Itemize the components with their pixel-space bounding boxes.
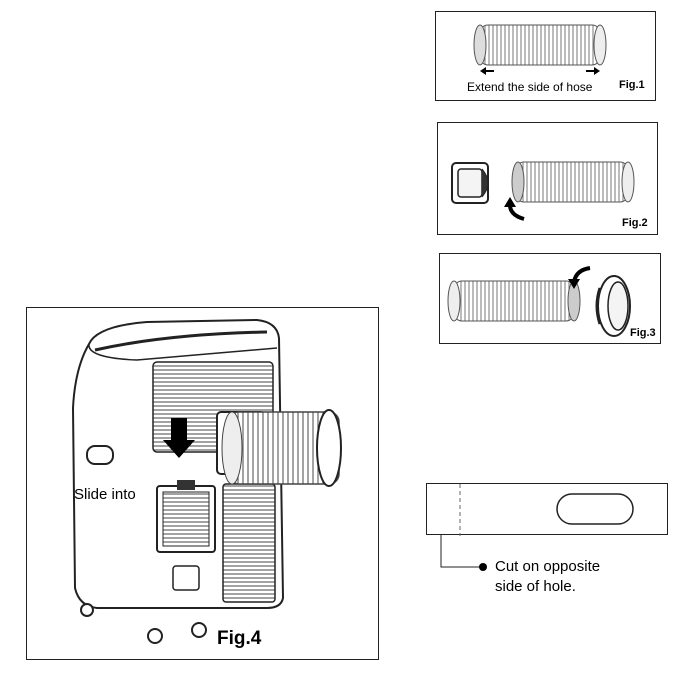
hose-drawing: [511, 161, 635, 203]
drain-outlet: [172, 565, 200, 591]
caster-wheels: [80, 603, 207, 644]
exhaust-hose-drawing: [216, 409, 342, 487]
rotate-arrow-icon: [504, 197, 525, 221]
hose-drawing: [447, 280, 581, 322]
square-adapter-drawing: [451, 162, 489, 204]
slide-into-label: Slide into: [74, 486, 136, 503]
attach-adapter-illustration: [451, 161, 635, 221]
rotate-arrow-icon: [568, 266, 591, 289]
fig1-panel: Extend the side of hose Fig.1: [435, 11, 656, 101]
window-panel-illustration: [459, 484, 634, 536]
fig4-label: Fig.4: [217, 628, 262, 649]
fig3-panel: Fig.3: [439, 253, 661, 344]
oval-window-adapter-drawing: [595, 275, 631, 337]
cut-note-line1: Cut on opposite: [495, 558, 601, 575]
bullet-icon: [479, 563, 487, 571]
extend-left-arrow-icon: [480, 67, 494, 75]
slide-down-arrow-icon: [163, 418, 195, 458]
extend-right-arrow-icon: [586, 67, 600, 75]
window-panel-cut-diagram: [426, 483, 668, 536]
fig4-panel: Slide into Fig.4: [26, 307, 379, 660]
portable-air-conditioner-illustration: [71, 318, 342, 644]
extending-hose-illustration: [473, 24, 607, 75]
fig2-panel: Fig.2: [437, 122, 658, 235]
lower-vent-grille: [222, 483, 276, 603]
attach-window-adapter-illustration: [447, 266, 631, 337]
filter-drawing: [156, 480, 216, 553]
cut-note-line2: side of hole.: [495, 578, 576, 595]
side-handle: [86, 445, 114, 465]
fig3-label: Fig.3: [630, 327, 656, 339]
fig1-caption: Extend the side of hose: [467, 80, 593, 94]
fig1-label: Fig.1: [619, 79, 645, 91]
fig2-label: Fig.2: [622, 217, 648, 229]
hose-drawing: [473, 24, 607, 66]
window-panel-hole: [556, 493, 634, 525]
